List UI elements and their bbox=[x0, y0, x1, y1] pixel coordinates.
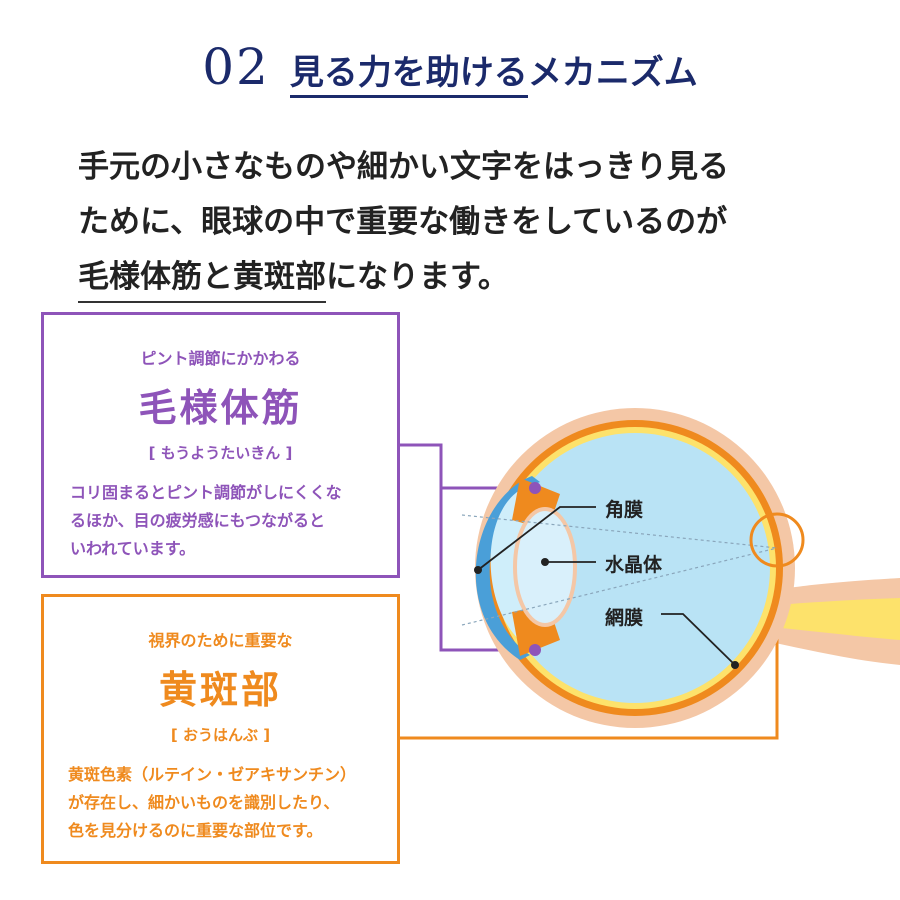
intro-text: 手元の小さなものや細かい文字をはっきり見る ために、眼球の中で重要な働きをしてい… bbox=[78, 140, 878, 305]
cornea-leader bbox=[477, 506, 596, 571]
macula-name: 黄斑部 bbox=[158, 668, 282, 712]
intro-line-3-rest: になります。 bbox=[326, 259, 509, 295]
ciliary-subtitle: ピント調節にかかわる bbox=[140, 349, 301, 368]
section-title-underlined: 見る力を助ける bbox=[289, 53, 528, 98]
light-ray-upper bbox=[461, 514, 778, 549]
retina-label: 網膜 bbox=[605, 607, 644, 629]
intro-line-1: 手元の小さなものや細かい文字をはっきり見る bbox=[78, 149, 729, 185]
ciliary-desc-line-2: るほか、目の疲労感にもつながると bbox=[70, 511, 326, 530]
macula-reading: [ おうはんぶ ] bbox=[170, 726, 271, 744]
retina-dot bbox=[731, 661, 739, 669]
ciliary-reading: [ もうようたいきん ] bbox=[148, 444, 293, 462]
cornea-label: 角膜 bbox=[605, 499, 644, 521]
ciliary-description: コリ固まるとピント調節がしにくくな るほか、目の疲労感にもつながると いわれてい… bbox=[70, 479, 379, 563]
light-ray-lower bbox=[461, 547, 778, 626]
section-header: 02 見る力を助けるメカニズム bbox=[0, 38, 900, 98]
macula-desc-line-3: 色を見分けるのに重要な部位です。 bbox=[68, 821, 323, 840]
intro-line-3: 毛様体筋と黄斑部になります。 bbox=[78, 250, 878, 305]
optic-nerve-core bbox=[760, 598, 900, 640]
macula-subtitle: 視界のために重要な bbox=[148, 631, 293, 650]
lens-label: 水晶体 bbox=[605, 554, 663, 576]
ciliary-marker-lower bbox=[529, 644, 541, 656]
section-title-rest: メカニズム bbox=[527, 53, 698, 93]
lens-dot bbox=[541, 558, 549, 566]
lens bbox=[513, 507, 577, 627]
section-number: 02 bbox=[202, 38, 270, 96]
macula-highlight-circle bbox=[749, 512, 805, 568]
section-title: 見る力を助けるメカニズム bbox=[289, 45, 698, 98]
ciliary-desc-line-3: いわれています。 bbox=[70, 539, 196, 558]
macula-description: 黄斑色素（ルテイン・ゼアキサンチン） が存在し、細かいものを識別したり、 色を見… bbox=[68, 761, 379, 845]
macula-desc-line-1: 黄斑色素（ルテイン・ゼアキサンチン） bbox=[68, 765, 357, 784]
ciliary-desc-line-1: コリ固まるとピント調節がしにくくな bbox=[70, 483, 342, 502]
macula-desc-line-2: が存在し、細かいものを識別したり、 bbox=[68, 793, 340, 812]
vitreous-body bbox=[500, 433, 770, 703]
ciliary-name: 毛様体筋 bbox=[138, 386, 303, 430]
cornea bbox=[475, 476, 540, 660]
retina-leader bbox=[661, 613, 736, 666]
ciliary-marker-upper bbox=[529, 482, 541, 494]
macula-card: 視界のために重要な 黄斑部 [ おうはんぶ ] 黄斑色素（ルテイン・ゼアキサンチ… bbox=[41, 594, 400, 864]
intro-line-2: ために、眼球の中で重要な働きをしているのが bbox=[78, 204, 728, 240]
ciliary-connector-line bbox=[400, 443, 535, 490]
ciliary-muscle-card: ピント調節にかかわる 毛様体筋 [ もうようたいきん ] コリ固まるとピント調節… bbox=[41, 312, 400, 578]
intro-underlined-terms: 毛様体筋と黄斑部 bbox=[78, 259, 326, 303]
cornea-dot bbox=[474, 566, 482, 574]
